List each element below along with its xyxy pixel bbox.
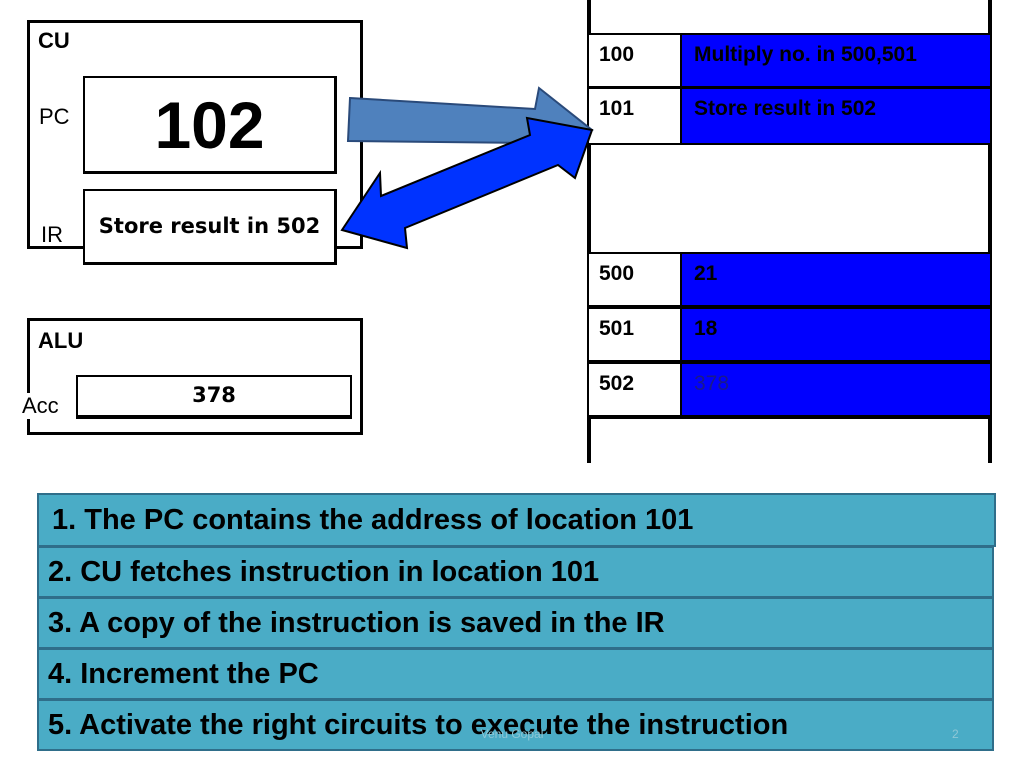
acc-label: Acc [22,393,59,419]
memory-content: 18 [682,309,990,360]
memory-row: 101 Store result in 502 [589,87,990,145]
memory-row: 502 378 [589,362,990,417]
step-2: 2. CU fetches instruction in location 10… [37,546,994,598]
memory-to-ir-arrow [340,116,594,250]
memory-content: Store result in 502 [682,89,990,143]
memory-address: 500 [589,254,682,305]
memory-address: 101 [589,89,682,143]
memory-row: 500 21 [589,252,990,307]
memory-row: 100 Multiply no. in 500,501 [589,33,990,88]
memory-address: 502 [589,364,682,415]
ir-label: IR [41,222,63,247]
cu-title: CU [38,28,70,53]
memory-content: Multiply no. in 500,501 [682,35,990,86]
acc-value: 378 [192,383,236,407]
step-4: 4. Increment the PC [37,648,994,700]
memory-address: 501 [589,309,682,360]
pc-register: 102 [83,76,337,174]
step-1: 1. The PC contains the address of locati… [37,493,996,547]
ir-register: Store result in 502 [83,189,337,265]
pc-value: 102 [154,87,265,162]
memory-right-border [988,0,992,463]
memory-content: 378 [682,364,990,415]
memory-bottom-line [589,417,990,419]
page-number: 2 [952,727,959,741]
step-5: 5. Activate the right circuits to execut… [37,699,994,751]
alu-title: ALU [38,328,84,353]
step-3: 3. A copy of the instruction is saved in… [37,597,994,649]
memory-left-border [587,0,591,463]
memory-row: 501 18 [589,307,990,362]
footer-text: Venu Gopal [480,727,544,741]
accumulator-register: 378 [76,375,352,419]
pc-label: PC [39,104,70,129]
memory-address: 100 [589,35,682,86]
ir-value: Store result in 502 [98,214,321,238]
memory-content: 21 [682,254,990,305]
